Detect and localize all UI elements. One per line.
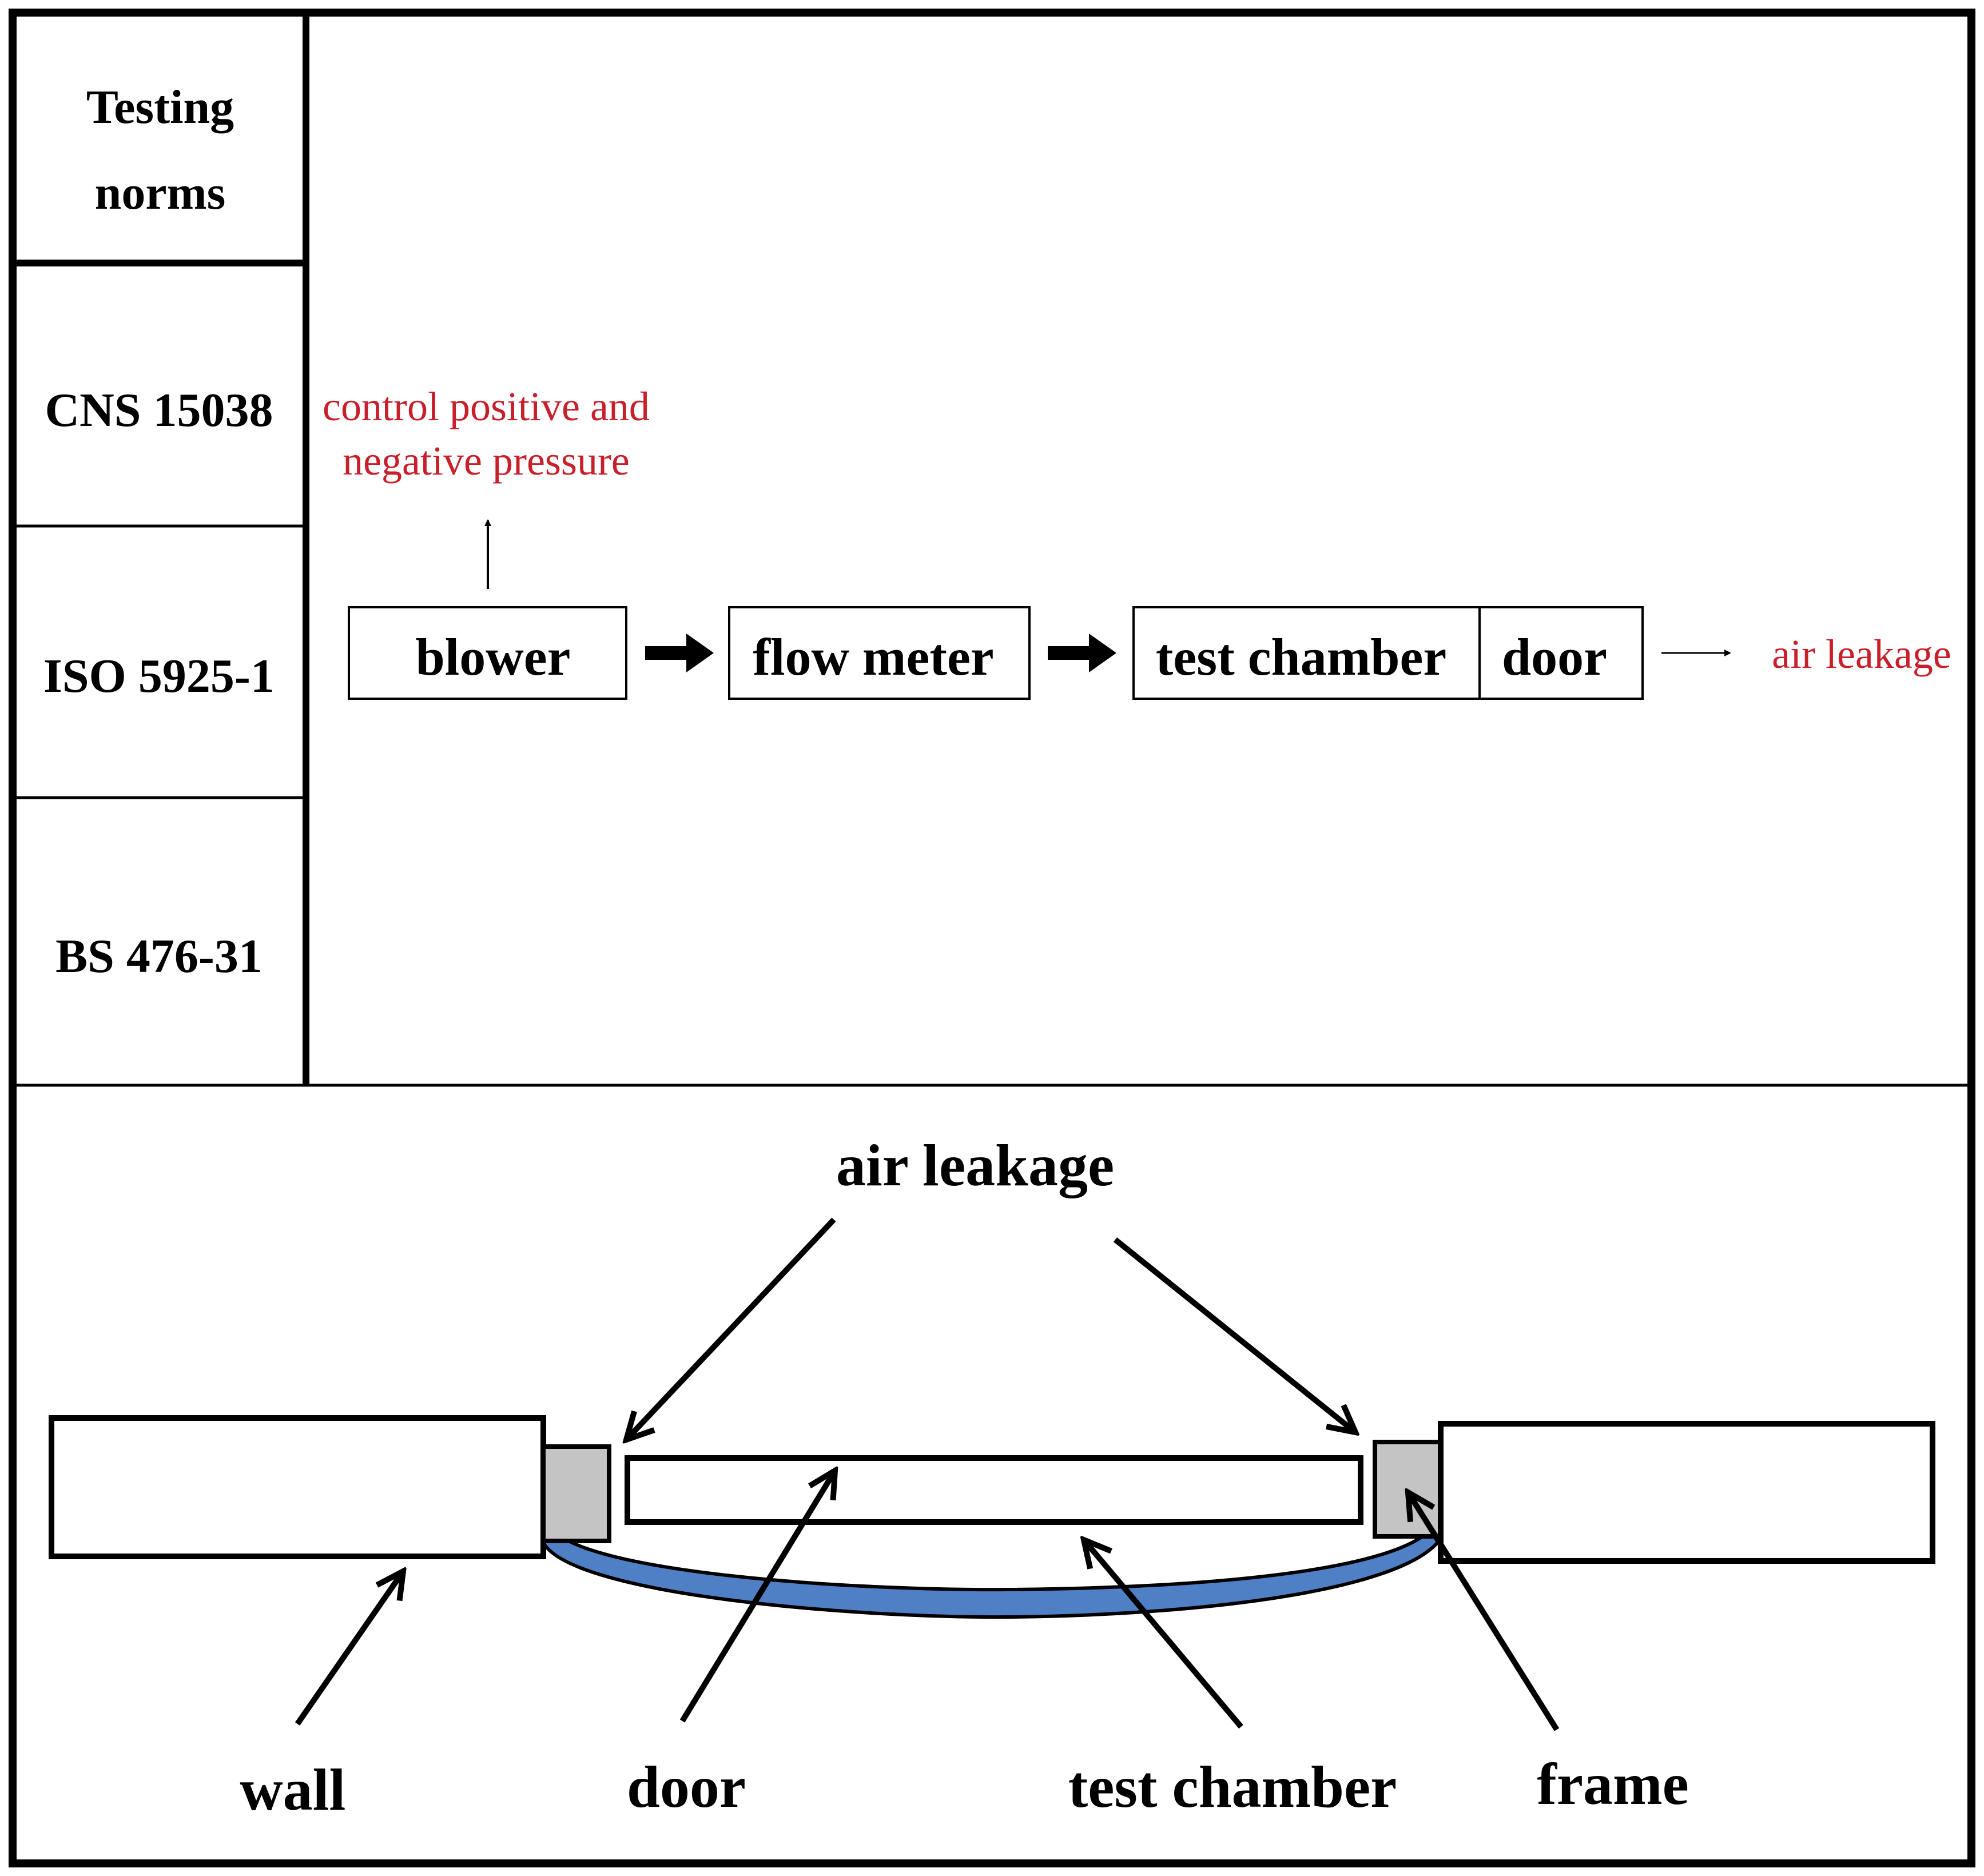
- flow-arrow-2: [1048, 634, 1116, 672]
- door-schematic: air leakage wall door test chamber frame: [49, 1133, 1935, 1823]
- door-schematic-label: door: [627, 1754, 746, 1820]
- frame-label: frame: [1537, 1751, 1689, 1817]
- norms-table: Testing norms CNS 15038 ISO 5925-1 BS 47…: [13, 13, 1971, 1087]
- wall-left: [49, 1415, 546, 1559]
- flow-diagram: control positive and negative pressure b…: [323, 384, 1951, 700]
- blower-label: blower: [416, 628, 571, 686]
- air-leakage-arrow-left: [626, 1217, 836, 1440]
- flow-meter-box: [728, 606, 1031, 700]
- door-arrow: [679, 1471, 835, 1723]
- test-chamber-label: test chamber: [1156, 628, 1446, 686]
- test-chamber-arrow: [1084, 1540, 1243, 1729]
- table-header-line-2: norms: [95, 166, 226, 220]
- test-chamber-door-box: [1132, 606, 1644, 700]
- frame-left: [541, 1444, 611, 1543]
- table-header-line-1: Testing: [86, 81, 234, 134]
- control-note-line-2: negative pressure: [343, 438, 630, 484]
- norm-bs-476-31: BS 476-31: [55, 930, 263, 983]
- wall-right: [1438, 1421, 1935, 1564]
- test-chamber-schematic-label: test chamber: [1068, 1754, 1397, 1820]
- door-panel: [625, 1455, 1363, 1525]
- norm-iso-5925-1: ISO 5925-1: [43, 650, 275, 703]
- frame-arrow: [1408, 1492, 1560, 1731]
- air-leakage-label: air leakage: [836, 1133, 1114, 1198]
- flow-meter-label: flow meter: [753, 628, 993, 686]
- wall-label: wall: [240, 1757, 346, 1823]
- air-leakage-note: air leakage: [1772, 631, 1951, 677]
- control-note-line-1: control positive and: [323, 384, 650, 429]
- door-label: door: [1502, 628, 1607, 686]
- wall-arrow: [295, 1571, 403, 1726]
- blower-box: [348, 606, 627, 700]
- norm-cns-15038: CNS 15038: [45, 384, 273, 437]
- air-leakage-arrow-right: [1113, 1237, 1355, 1432]
- frame-right: [1373, 1440, 1443, 1539]
- flow-arrow-1: [645, 634, 714, 672]
